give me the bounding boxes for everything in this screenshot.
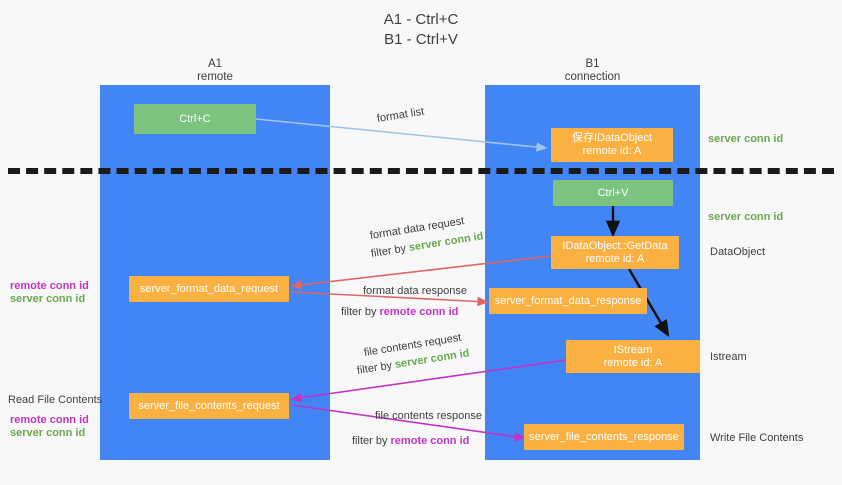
side-label-server-conn-id-mid: server conn id xyxy=(708,210,783,224)
lane-header-a1: A1 remote xyxy=(100,58,330,84)
side-label-server-conn-id-mid-text: server conn id xyxy=(708,211,784,223)
edge-label-format-list: format list xyxy=(376,105,425,126)
edge-label-format-data-response: format data response xyxy=(363,284,467,298)
edge-label-file-contents-response: file contents response xyxy=(375,409,482,423)
node-server-format-data-request-label: server_format_data_request xyxy=(139,282,279,295)
node-save-idataobject-line2: remote id: A xyxy=(582,145,642,157)
filter-prefix: filter by xyxy=(341,306,380,318)
node-server-file-contents-request-label: server_file_contents_request xyxy=(138,399,280,412)
edge-label-format-data-response-text: format data response xyxy=(363,285,467,297)
side-label-server-conn-id-top: server conn id xyxy=(708,132,783,146)
side-label-server-conn-id-1: server conn id xyxy=(10,292,85,306)
lane-a1-subtitle: remote xyxy=(197,71,233,83)
node-getdata-line1: IDataObject::GetData xyxy=(562,239,668,252)
title-line-1: A1 - Ctrl+C xyxy=(383,11,459,28)
phase-divider xyxy=(8,168,834,174)
node-save-idataobject[interactable]: 保存IDataObject remote id: A xyxy=(551,128,673,162)
lane-b1-subtitle: connection xyxy=(564,71,621,83)
node-save-idataobject-line1: 保存IDataObject xyxy=(571,132,653,144)
lane-b1-title: B1 xyxy=(585,58,600,70)
side-label-istream-text: Istream xyxy=(710,351,747,363)
side-label-server-conn-id-2: server conn id xyxy=(10,426,85,440)
lane-a1-title: A1 xyxy=(207,58,223,70)
filter-prefix: filter by xyxy=(356,359,396,377)
side-label-istream: Istream xyxy=(710,350,747,364)
filter-prefix: filter by xyxy=(352,435,391,447)
edge-label-format-list-text: format list xyxy=(376,105,426,125)
edge-label-file-contents-response-text: file contents response xyxy=(375,410,483,422)
side-label-dataobject: DataObject xyxy=(710,245,765,259)
title-line-2: B1 - Ctrl+V xyxy=(384,31,458,48)
side-label-remote-conn-id-2-text: remote conn id xyxy=(10,414,89,426)
node-getdata-line2: remote id: A xyxy=(585,252,645,265)
side-label-remote-conn-id-1: remote conn id xyxy=(10,279,89,293)
node-idataobject-getdata[interactable]: IDataObject::GetData remote id: A xyxy=(551,236,679,269)
node-ctrl-c[interactable]: Ctrl+C xyxy=(134,104,256,134)
edge-label-file-contents-response-filter: filter by remote conn id xyxy=(352,434,469,448)
node-ctrl-v[interactable]: Ctrl+V xyxy=(553,180,673,206)
node-server-format-data-response[interactable]: server_format_data_response xyxy=(489,288,647,314)
node-istream-line2: remote id: A xyxy=(603,356,663,369)
node-ctrl-v-label: Ctrl+V xyxy=(597,186,629,199)
side-label-read-file-contents: Read File Contents xyxy=(8,393,102,407)
side-label-remote-conn-id-2: remote conn id xyxy=(10,413,89,427)
node-server-format-data-request[interactable]: server_format_data_request xyxy=(129,276,289,302)
node-ctrl-c-label: Ctrl+C xyxy=(179,112,211,125)
filter-value-remote-conn-id: remote conn id xyxy=(379,306,459,318)
page-title: A1 - Ctrl+C B1 - Ctrl+V xyxy=(0,10,842,50)
side-label-remote-conn-id-1-text: remote conn id xyxy=(10,280,89,292)
node-istream-line1: IStream xyxy=(613,343,653,356)
lane-header-b1: B1 connection xyxy=(485,58,700,84)
node-istream[interactable]: IStream remote id: A xyxy=(566,340,700,373)
side-label-write-file-contents: Write File Contents xyxy=(710,431,803,445)
filter-value-remote-conn-id: remote conn id xyxy=(390,435,470,447)
side-label-read-file-contents-text: Read File Contents xyxy=(8,394,103,406)
node-server-file-contents-response[interactable]: server_file_contents_response xyxy=(524,424,684,450)
node-server-file-contents-response-label: server_file_contents_response xyxy=(529,430,679,443)
side-label-server-conn-id-1-text: server conn id xyxy=(10,293,86,305)
side-label-server-conn-id-2-text: server conn id xyxy=(10,427,86,439)
side-label-server-conn-id-top-text: server conn id xyxy=(708,133,784,145)
side-label-write-file-contents-text: Write File Contents xyxy=(710,432,804,444)
node-server-file-contents-request[interactable]: server_file_contents_request xyxy=(129,393,289,419)
side-label-dataobject-text: DataObject xyxy=(710,246,766,258)
edge-label-format-data-response-filter: filter by remote conn id xyxy=(341,305,458,319)
node-server-format-data-response-label: server_format_data_response xyxy=(494,294,642,307)
filter-prefix: filter by xyxy=(370,242,410,260)
